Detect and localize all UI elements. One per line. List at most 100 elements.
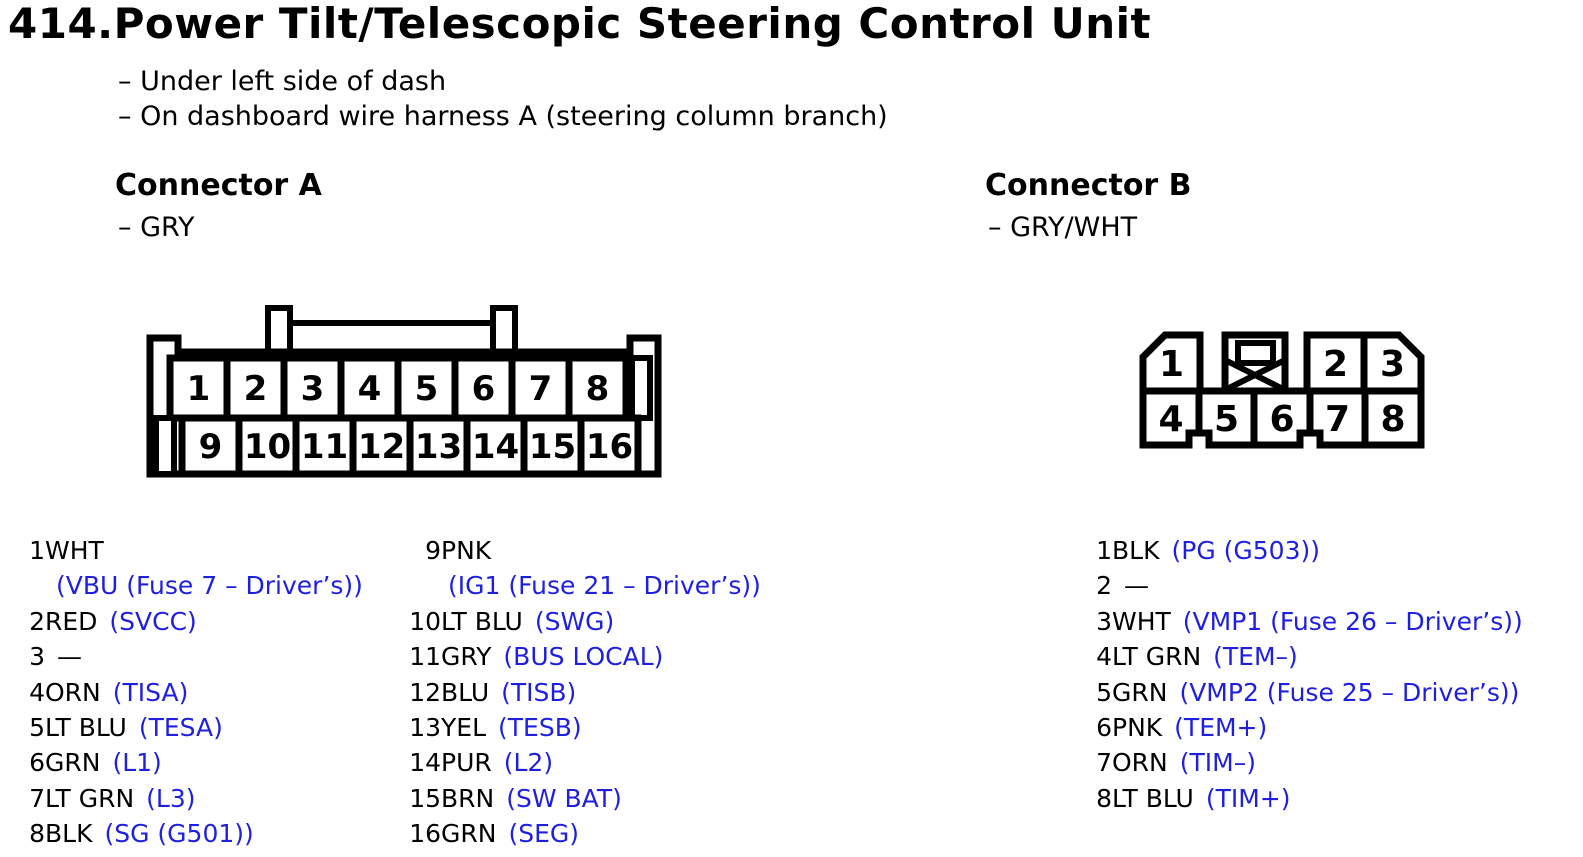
wire-color: GRN: [1112, 677, 1168, 707]
location-note-1: – Under left side of dash: [118, 66, 447, 97]
signal-name: (L2): [503, 748, 554, 778]
location-notes: – Under left side of dash – On dashboard…: [118, 64, 888, 134]
pin-label-13: 13: [415, 427, 462, 467]
pin-number: 6: [29, 748, 45, 778]
connector-b-lock-cross: [1225, 358, 1285, 392]
connector-a-cavity-16: [577, 414, 642, 478]
pin-row: 2—: [1095, 568, 1523, 603]
pin-label-9: 9: [199, 427, 223, 467]
pin-number: 7: [29, 783, 45, 813]
pin-label-12: 12: [358, 427, 405, 467]
pin-row: 6PNK(TEM+): [1095, 710, 1523, 745]
wire-color: WHT: [45, 536, 104, 565]
pin-label-8: 8: [586, 369, 610, 409]
pin-number: 5: [1096, 677, 1112, 707]
pin-label-11: 11: [301, 427, 348, 467]
signal-name: (TISB): [501, 677, 577, 707]
signal-name: (TESA): [138, 712, 223, 742]
pin-row: 11GRY(BUS LOCAL): [408, 639, 761, 674]
pin-row: 7LT GRN(L3): [28, 781, 363, 816]
pin-label-3: 3: [1380, 344, 1405, 385]
pin-number: 3: [29, 642, 45, 672]
pin-number: 11: [409, 642, 441, 672]
signal-name: (L3): [146, 783, 196, 813]
wire-color: ORN: [1112, 748, 1168, 778]
pin-label-3: 3: [301, 369, 325, 409]
signal-name: (IG1 (Fuse 21 – Driver’s)): [448, 571, 761, 601]
wire-color: LT BLU: [45, 712, 127, 742]
wire-color: BLK: [45, 819, 93, 849]
pin-label-16: 16: [586, 427, 633, 467]
signal-name: (BUS LOCAL): [503, 642, 664, 672]
pin-number: 3: [1096, 606, 1112, 636]
pin-row: 4LT GRN(TEM–): [1095, 639, 1523, 674]
pin-row: 1WHT: [28, 533, 363, 568]
signal-name: (TEM–): [1213, 642, 1298, 672]
pin-row-continuation: (IG1 (Fuse 21 – Driver’s)): [448, 568, 761, 603]
pin-number: 2: [29, 606, 45, 636]
connector-a-lock-tab-left: [265, 305, 293, 357]
wire-color: BRN: [441, 783, 495, 813]
pin-row: 8LT BLU (TIM+): [1095, 781, 1523, 816]
wire-color: GRN: [441, 819, 497, 849]
signal-name: (TIM+): [1205, 783, 1291, 813]
pin-row: 6GRN (L1): [28, 745, 363, 780]
wire-color: YEL: [441, 712, 486, 742]
pin-number: 9: [425, 536, 441, 565]
wire-color: LT BLU: [1112, 783, 1194, 813]
connector-a-pin-list-right: 9PNK(IG1 (Fuse 21 – Driver’s))10LT BLU(S…: [408, 533, 761, 852]
pin-row: 14PUR(L2): [408, 745, 761, 780]
wire-color: PNK: [1112, 712, 1163, 742]
pin-label-7: 7: [529, 369, 553, 409]
connector-b-housing-color: – GRY/WHT: [988, 212, 1138, 243]
pin-row: 15BRN(SW BAT): [408, 781, 761, 816]
pin-label-5: 5: [415, 369, 439, 409]
pin-label-4: 4: [1158, 399, 1183, 440]
connector-b-lock-keeper: [1235, 340, 1276, 366]
signal-name: (PG (G503)): [1171, 536, 1320, 565]
connector-b-heading: Connector B: [985, 168, 1192, 203]
pin-label-6: 6: [472, 369, 496, 409]
pin-label-10: 10: [244, 427, 291, 467]
connector-a-blank-slot-top: [629, 355, 653, 421]
pin-number: 5: [29, 712, 45, 742]
pin-row: 9PNK: [408, 533, 761, 568]
signal-name: (VBU (Fuse 7 – Driver’s)): [56, 571, 363, 601]
pin-row: 8BLK (SG (G501)): [28, 816, 363, 851]
signal-name: (SVCC): [109, 606, 197, 636]
pin-row: 5GRN(VMP2 (Fuse 25 – Driver’s)): [1095, 675, 1523, 710]
wire-color: GRN: [45, 748, 101, 778]
pin-label-7: 7: [1325, 399, 1350, 440]
location-note-2: – On dashboard wire harness A (steering …: [118, 101, 888, 132]
signal-name: (SEG): [508, 819, 579, 849]
pin-row: 7ORN(TIM–): [1095, 745, 1523, 780]
wire-color: RED: [45, 606, 98, 636]
signal-name: (TESB): [498, 712, 582, 742]
pin-label-5: 5: [1214, 399, 1239, 440]
connector-a-heading: Connector A: [115, 168, 322, 203]
connector-b-pin-list: 1BLK(PG (G503))2—3WHT(VMP1 (Fuse 26 – Dr…: [1095, 533, 1523, 816]
pin-row: 13YEL(TESB): [408, 710, 761, 745]
wire-color: —: [57, 642, 82, 672]
connector-a-pin-list-left: 1WHT(VBU (Fuse 7 – Driver’s))2RED(SVCC)3…: [28, 533, 363, 852]
pin-number: 8: [1096, 783, 1112, 813]
pin-label-2: 2: [1323, 344, 1348, 385]
signal-name: (VMP1 (Fuse 26 – Driver’s)): [1182, 606, 1523, 636]
page-title: 414.Power Tilt/Telescopic Steering Contr…: [8, 0, 1152, 48]
pin-label-6: 6: [1269, 399, 1294, 440]
pin-row: 12BLU(TISB): [408, 675, 761, 710]
wire-color: BLU: [441, 677, 490, 707]
signal-name: (L1): [112, 748, 162, 778]
signal-name: (TIM–): [1179, 748, 1256, 778]
pin-number: 6: [1096, 712, 1112, 742]
connector-b-cavity-3: [1360, 331, 1425, 395]
pin-number: 8: [29, 819, 45, 849]
connector-a-top-row: [166, 354, 630, 422]
pin-number: 1: [29, 536, 45, 565]
pin-number: 10: [409, 606, 441, 636]
signal-name: (SG (G501)): [104, 819, 254, 849]
signal-name: (SWG): [534, 606, 615, 636]
wire-color: ORN: [45, 677, 101, 707]
pin-row: 1BLK(PG (G503)): [1095, 533, 1523, 568]
pin-row: 10LT BLU(SWG): [408, 604, 761, 639]
